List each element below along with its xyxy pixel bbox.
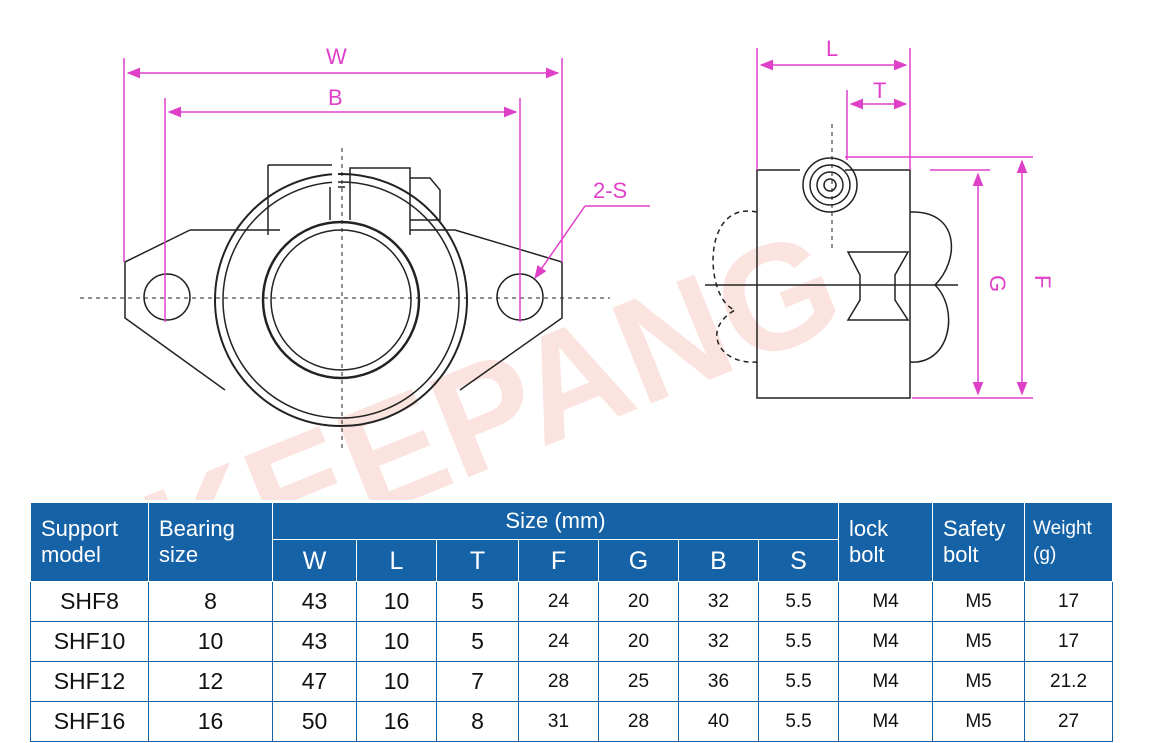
cell-t: 5	[436, 621, 519, 662]
cell-lock: M4	[838, 581, 934, 622]
cell-s: 5.5	[757, 581, 840, 622]
cell-f: 28	[518, 661, 599, 702]
dim-label-t: T	[873, 78, 886, 103]
dim-label-g: G	[985, 275, 1010, 292]
side-dimensions	[756, 48, 1033, 399]
cell-weight: 17	[1024, 621, 1114, 662]
table-row: SHF8 8 43 10 5 24 20 32 5.5 M4 M5 17	[30, 581, 1114, 622]
header-g: G	[598, 539, 679, 582]
table-row: SHF16 16 50 16 8 31 28 40 5.5 M4 M5 27	[30, 701, 1114, 742]
cell-t: 8	[436, 701, 519, 742]
cell-weight: 17	[1024, 581, 1114, 622]
header-f: F	[518, 539, 599, 582]
cell-g: 25	[598, 661, 679, 702]
cell-bearing: 16	[148, 701, 273, 742]
header-weight: Weight(g)	[1024, 502, 1114, 582]
cell-g: 20	[598, 621, 679, 662]
dim-label-l: L	[826, 36, 838, 61]
cell-model: SHF16	[30, 701, 149, 742]
cell-bearing: 12	[148, 661, 273, 702]
table-row: SHF10 10 43 10 5 24 20 32 5.5 M4 M5 17	[30, 621, 1114, 662]
cell-model: SHF12	[30, 661, 149, 702]
header-size-group: Size (mm)	[271, 502, 840, 540]
cell-safety: M5	[932, 621, 1026, 662]
cell-b: 32	[678, 581, 759, 622]
cell-safety: M5	[932, 701, 1026, 742]
cell-weight: 27	[1024, 701, 1114, 742]
cell-safety: M5	[932, 581, 1026, 622]
cell-s: 5.5	[757, 661, 840, 702]
cell-l: 10	[356, 621, 437, 662]
cell-w: 43	[272, 581, 357, 622]
dim-label-b: B	[328, 85, 343, 110]
cell-bearing: 10	[148, 621, 273, 662]
cell-b: 36	[678, 661, 759, 702]
cell-safety: M5	[932, 661, 1026, 702]
table-row: SHF12 12 47 10 7 28 25 36 5.5 M4 M5 21.2	[30, 661, 1114, 702]
header-t: T	[436, 539, 519, 582]
cell-l: 16	[356, 701, 437, 742]
cell-bearing: 8	[148, 581, 273, 622]
dim-label-w: W	[326, 44, 347, 69]
cell-l: 10	[356, 661, 437, 702]
cell-f: 24	[518, 621, 599, 662]
cell-f: 31	[518, 701, 599, 742]
cell-b: 32	[678, 621, 759, 662]
cell-l: 10	[356, 581, 437, 622]
cell-s: 5.5	[757, 701, 840, 742]
cell-model: SHF8	[30, 581, 149, 622]
front-dimensions	[123, 58, 650, 322]
cell-t: 7	[436, 661, 519, 702]
cell-lock: M4	[838, 661, 934, 702]
cell-t: 5	[436, 581, 519, 622]
cell-g: 20	[598, 581, 679, 622]
front-view	[80, 148, 610, 450]
cell-lock: M4	[838, 621, 934, 662]
cell-weight: 21.2	[1024, 661, 1114, 702]
dim-label-f: F	[1030, 275, 1055, 288]
cell-w: 47	[272, 661, 357, 702]
cell-g: 28	[598, 701, 679, 742]
cell-b: 40	[678, 701, 759, 742]
dim-label-s: 2-S	[593, 178, 627, 203]
technical-drawing: KEEPANG W B 2-S	[80, 36, 1055, 500]
cell-w: 43	[272, 621, 357, 662]
header-s: S	[757, 539, 840, 582]
header-l: L	[356, 539, 437, 582]
cell-f: 24	[518, 581, 599, 622]
cell-s: 5.5	[757, 621, 840, 662]
side-view	[705, 124, 958, 399]
cell-lock: M4	[838, 701, 934, 742]
cell-model: SHF10	[30, 621, 149, 662]
cell-w: 50	[272, 701, 357, 742]
header-w: W	[272, 539, 357, 582]
header-b: B	[678, 539, 759, 582]
